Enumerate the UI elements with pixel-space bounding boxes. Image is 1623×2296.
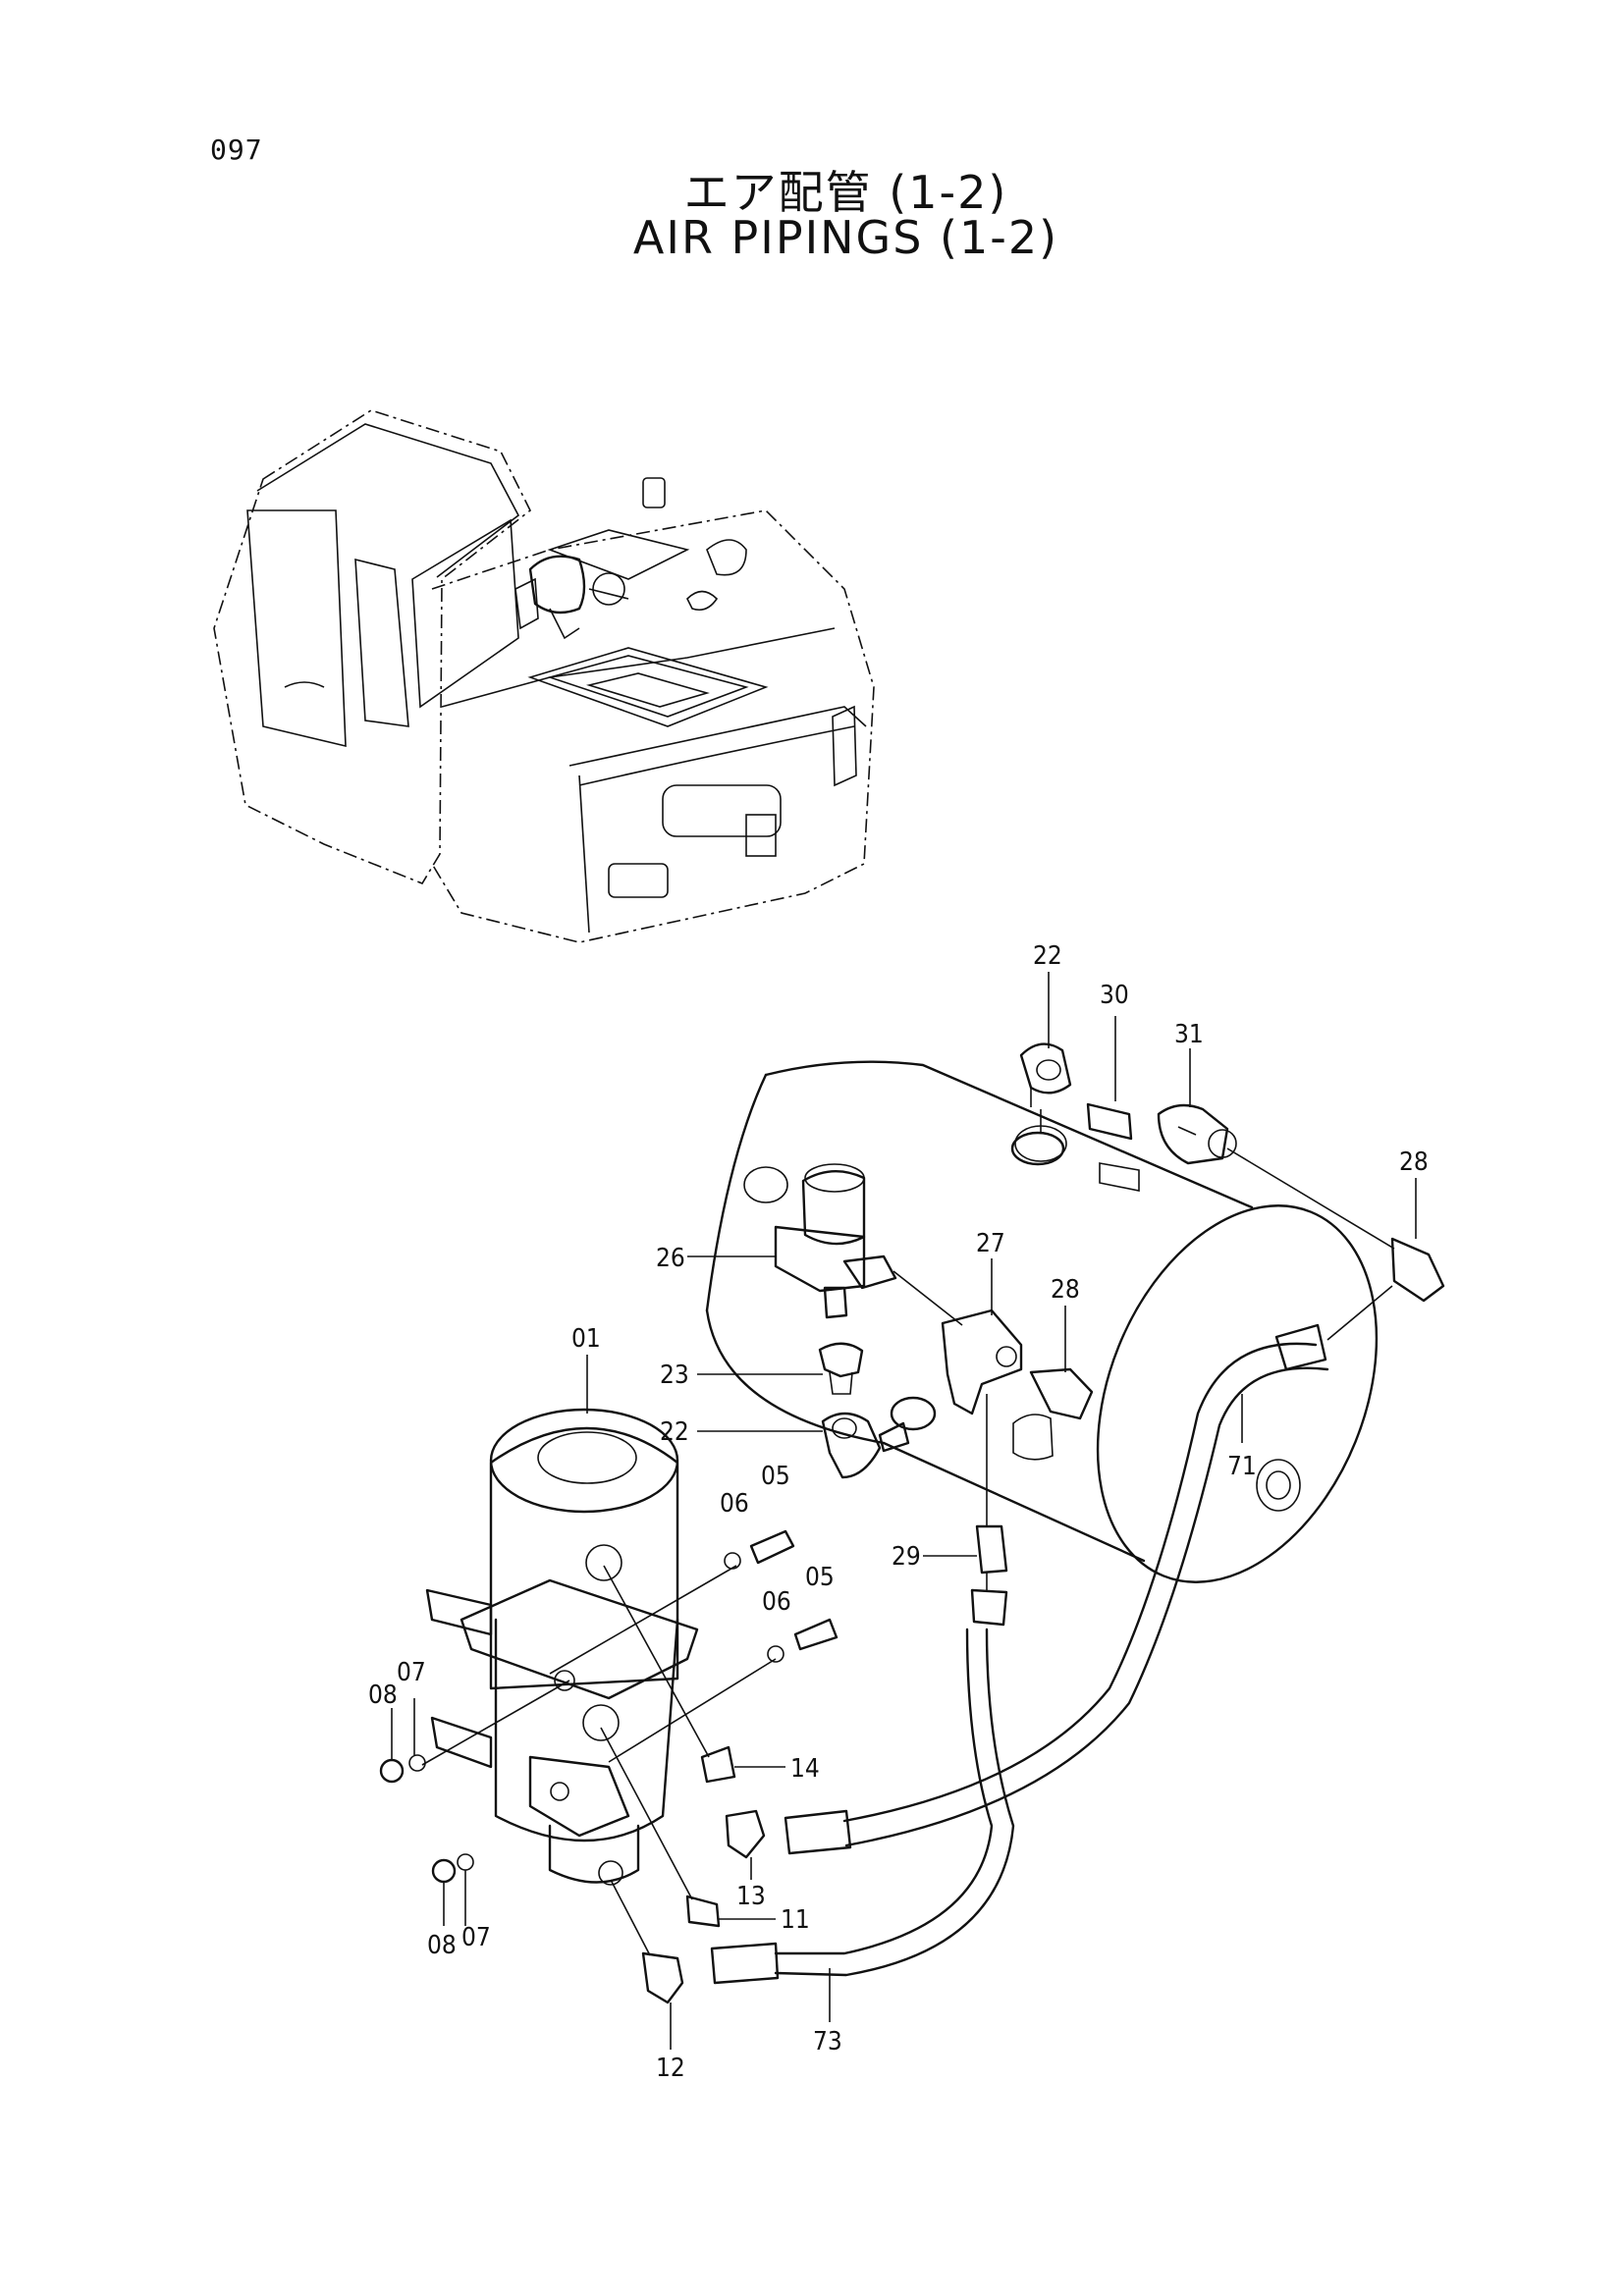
callout-12: 12 [656, 2054, 685, 2083]
callout-08: 08 [427, 1931, 457, 1960]
callout-05: 05 [761, 1462, 790, 1491]
callout-11: 11 [781, 1905, 810, 1935]
air-tank [705, 1060, 1379, 1583]
callout-26: 26 [656, 1244, 685, 1273]
callout-22: 22 [660, 1417, 689, 1447]
air-dryer [425, 1408, 699, 1886]
callout-23: 23 [660, 1361, 689, 1390]
callout-labels: 22 30 31 28 26 27 28 01 23 22 05 06 71 2… [368, 941, 1429, 2083]
callout-29: 29 [892, 1542, 921, 1572]
title-japanese: エア配管 (1-2) [683, 166, 1008, 219]
callout-01: 01 [571, 1324, 601, 1354]
callout-06: 06 [762, 1587, 791, 1617]
callout-30: 30 [1100, 981, 1129, 1010]
excavator-overview-illustration [213, 409, 875, 943]
callout-14: 14 [790, 1754, 820, 1784]
callout-28: 28 [1399, 1148, 1429, 1177]
callout-06: 06 [720, 1489, 749, 1519]
fittings [379, 1042, 1445, 2004]
callout-73: 73 [813, 2027, 842, 2056]
callout-22: 22 [1033, 941, 1062, 971]
callout-13: 13 [736, 1882, 766, 1911]
title-english: AIR PIPINGS (1-2) [632, 211, 1059, 264]
leader-lines [391, 972, 1417, 2050]
callout-07: 07 [397, 1658, 426, 1687]
callout-31: 31 [1174, 1020, 1204, 1049]
callout-08: 08 [368, 1681, 398, 1710]
page-number: 097 [210, 133, 263, 166]
callout-05: 05 [805, 1563, 835, 1592]
callout-07: 07 [461, 1923, 491, 1952]
callout-28: 28 [1051, 1275, 1080, 1305]
callout-71: 71 [1227, 1452, 1257, 1481]
callout-27: 27 [976, 1229, 1005, 1258]
